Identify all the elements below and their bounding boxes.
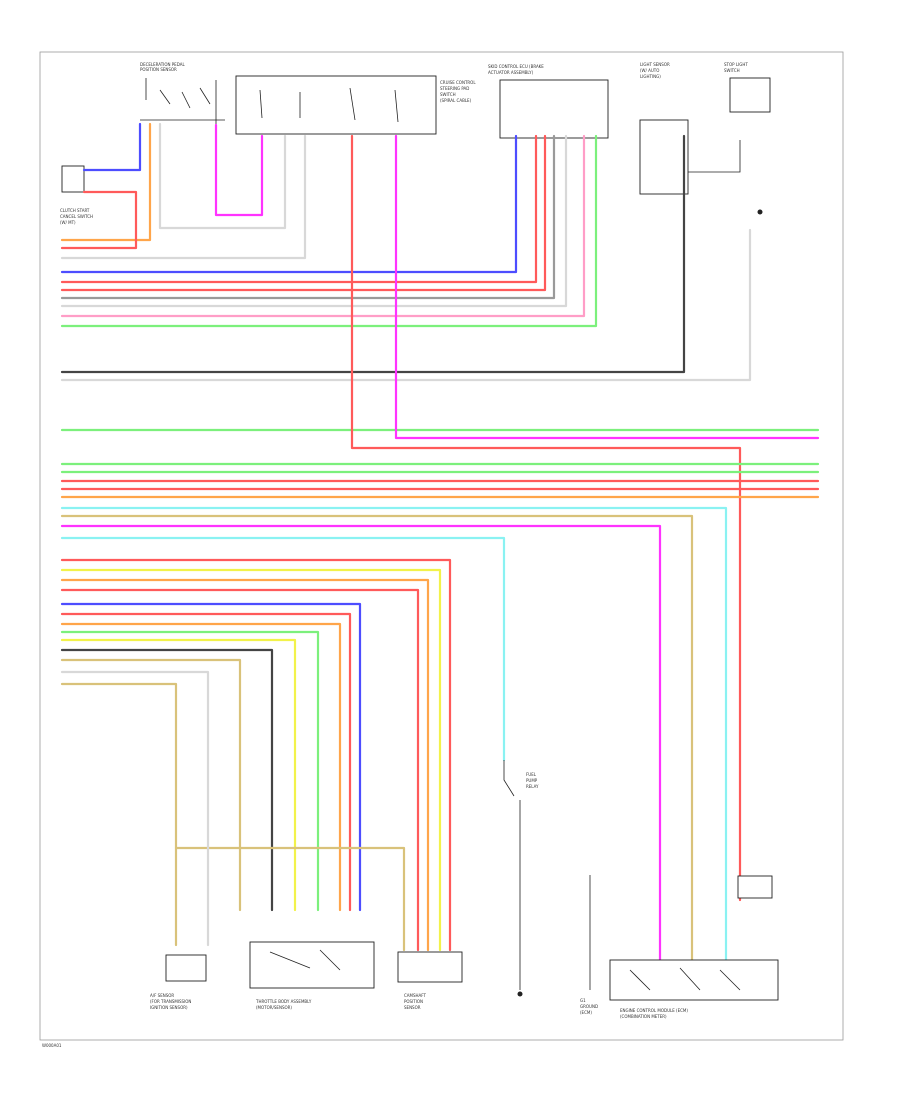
pedal-switch: DECELERATION PEDAL POSITION SENSOR [140,62,225,125]
left-module-label-1: CLUTCH START [60,208,90,213]
wire-group-lower [60,558,452,952]
camshaft-label-3: SENSOR [404,1005,421,1010]
camshaft-sensor: CAMSHAFT POSITION SENSOR [397,951,463,1010]
ecu-top: CRUISE CONTROL STEERING PAD SWITCH (SPIR… [235,75,476,135]
ground-g1-label-2: GROUND [580,1004,598,1009]
ecm-side-connector [737,875,773,899]
left-module: CLUTCH START CANCEL SWITCH (W/ MT) [60,165,93,225]
throttle-body-label-1: THROTTLE BODY ASSEMBLY [255,999,312,1004]
light-sensor-label-1: LIGHT SENSOR [640,62,670,67]
vsc-ecu: SKID CONTROL ECU (BRAKE ACTUATOR ASSEMBL… [488,64,609,139]
ground-point [757,209,763,215]
figure-id: W000A01 [42,1043,62,1048]
stop-light-label-2: SWITCH [724,68,740,73]
fuel-pump-relay: FUEL PUMP RELAY [503,760,539,997]
pedal-switch-label-1: DECELERATION PEDAL [140,62,185,67]
light-sensor: LIGHT SENSOR (W/ AUTO LIGHTING) [639,62,689,195]
camshaft-label-1: CAMSHAFT [404,993,426,998]
ecu-top-box [235,75,437,135]
stop-light-switch: STOP LIGHT SWITCH [688,62,771,215]
light-sensor-label-3: LIGHTING) [640,74,661,79]
wire-group-top [60,122,752,382]
ecm-bottom: ENGINE CONTROL MODULE (ECM) (COMBINATION… [609,875,779,1019]
ecm-box [609,959,779,1001]
ab-sensor: A/F SENSOR (FOR TRANSMISSION IGNITION SE… [150,954,207,1010]
fuel-pump-label-2: PUMP [526,778,538,783]
vsc-ecu-label-2: ACTUATOR ASSEMBLY) [488,70,534,75]
ecu-top-label-3: SWITCH [440,92,456,97]
throttle-body-label-2: (MOTOR/SENSOR) [256,1005,292,1010]
ground-g1-label-3: (ECM) [580,1010,592,1015]
ground-g1-label-1: G1 [580,998,586,1003]
ecu-top-label-2: STEERING PAD [440,86,469,91]
stop-light-label-1: STOP LIGHT [724,62,748,67]
throttle-body-box [249,941,375,989]
light-sensor-box [639,119,689,195]
ab-sensor-label-3: IGNITION SENSOR) [150,1005,188,1010]
camshaft-label-2: POSITION [404,999,423,1004]
ab-sensor-box [165,954,207,982]
ab-sensor-label-1: A/F SENSOR [150,993,174,998]
left-module-label-3: (W/ MT) [60,220,76,225]
vsc-ecu-box [499,79,609,139]
ecm-label-2: (COMBINATION METER) [620,1014,667,1019]
left-module-box [61,165,85,193]
ground-mid-point [517,991,523,997]
ecu-top-label-1: CRUISE CONTROL [440,80,476,85]
ecu-top-label-4: (SPIRAL CABLE) [440,98,472,103]
fuel-pump-label-3: RELAY [526,784,539,789]
left-module-label-2: CANCEL SWITCH [60,214,93,219]
throttle-body: THROTTLE BODY ASSEMBLY (MOTOR/SENSOR) [249,941,375,1010]
ground-g1: G1 GROUND (ECM) [580,875,598,1015]
fuel-pump-label-1: FUEL [526,772,537,777]
diagram-frame [39,51,844,1041]
camshaft-sensor-box [397,951,463,983]
light-sensor-label-2: (W/ AUTO [640,68,659,73]
ab-sensor-label-2: (FOR TRANSMISSION [150,999,191,1004]
ecm-label-1: ENGINE CONTROL MODULE (ECM) [620,1008,688,1013]
wire-group-middle [60,134,820,962]
vsc-ecu-label-1: SKID CONTROL ECU (BRAKE [488,64,544,69]
pedal-switch-label-2: POSITION SENSOR [140,67,177,72]
stop-light-box [729,77,771,113]
